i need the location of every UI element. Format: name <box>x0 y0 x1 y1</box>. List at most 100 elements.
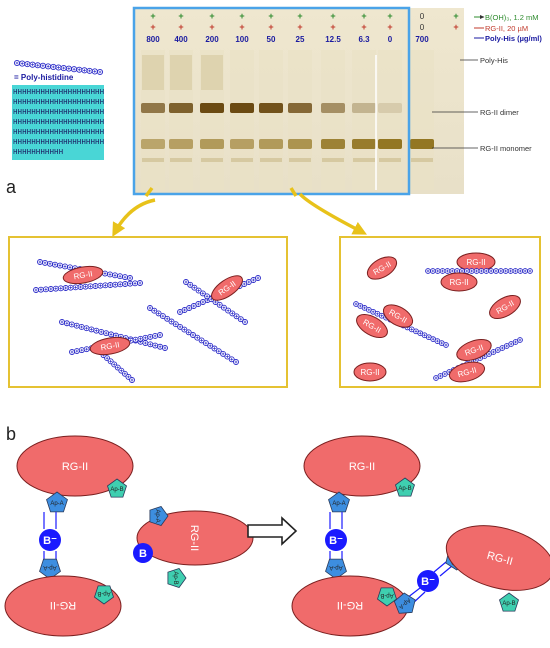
rg-plus: + <box>150 22 155 32</box>
ap-b-pentagon: Ap-B <box>377 587 397 607</box>
polyhis-smear <box>142 55 164 90</box>
panel-b-scheme: RG-IIAp-AAp-BB⁻Ap-ARG-IIAp-BRG-IIAp-AAp-… <box>4 435 550 637</box>
rg-ii-molecule: RG-II <box>4 575 122 637</box>
ctrl-rg: 0 <box>420 23 425 32</box>
lane-value: 6.3 <box>358 35 370 44</box>
ap-b-pentagon: Ap-B <box>94 585 114 605</box>
panel-b-letter: b <box>6 424 16 444</box>
boron-circle <box>39 529 61 551</box>
rg-ii-label: RG-II <box>73 269 93 281</box>
rg-plus: + <box>178 22 183 32</box>
rg-ii-molecule: RG-II <box>489 294 521 320</box>
rg-ii-molecule: RG-II <box>89 336 131 356</box>
boric-plus: + <box>178 11 183 21</box>
band-label-monomer: RG-II monomer <box>480 144 532 153</box>
polyhis-chain <box>13 59 104 76</box>
polyhis-chain <box>183 279 248 325</box>
pentagon <box>499 592 519 612</box>
pentagon <box>325 558 347 580</box>
seq-line: HHHHHHHHHHHHHHHHHHHH <box>13 99 104 107</box>
gel-lane <box>141 50 165 190</box>
rg-ii-ellipse <box>4 575 122 637</box>
boron-atom: B⁻ <box>325 529 347 551</box>
rg-ii-label: RG-II <box>466 258 485 267</box>
left-inset-frame <box>8 236 288 388</box>
boron-label: B⁻ <box>421 576 435 588</box>
rg-ii-ellipse <box>456 339 492 361</box>
rg-ii-label: RG-II <box>100 340 120 352</box>
rg-ii-molecule: RG-II <box>303 435 421 497</box>
ap-b-pentagon: Ap-B <box>107 478 127 498</box>
ap-a-pentagon: Ap-A <box>149 506 169 526</box>
ap-b-pentagon: Ap-B <box>167 568 187 588</box>
gel-band-labels: Poly-His RG-II dimer RG-II monomer <box>432 56 532 153</box>
dimer-band <box>321 103 345 113</box>
rg-ii-label: RG-II <box>50 599 76 611</box>
dimer-band <box>141 103 165 113</box>
row-label-rg: RG-II, 20 µM <box>485 24 528 33</box>
pentagon-label: Ap-B <box>502 601 515 607</box>
pentagon-label: Ap-B <box>398 486 411 492</box>
seq-line: HHHHHHHHHHHHHHHHHHHH <box>13 89 104 97</box>
rg-ii-molecule: RG-II <box>382 304 414 328</box>
pentagon-label: Ap-A <box>50 501 63 507</box>
gel-lane <box>169 50 193 190</box>
lane-value: 12.5 <box>325 35 341 44</box>
rg-ii-ellipse <box>448 361 486 383</box>
pentagon <box>46 491 68 513</box>
pentagon <box>328 491 350 513</box>
lane-value: 25 <box>296 35 305 44</box>
ap-a-pentagon: Ap-A <box>393 592 416 614</box>
reaction-arrow <box>247 516 298 546</box>
ap-b-pentagon: Ap-B <box>499 592 519 612</box>
rg-ii-molecule: RG-II <box>445 525 550 591</box>
lane-value: 400 <box>174 35 188 44</box>
rg-ii-molecule: RG-II <box>440 272 478 292</box>
boric-plus: + <box>150 11 155 21</box>
monomer-band <box>200 139 224 149</box>
pentagon-label: Ap-B <box>172 571 178 584</box>
band-label-dimer: RG-II dimer <box>480 108 519 117</box>
seq-line: HHHHHHHHHHHHHHHHHHHH <box>13 109 104 117</box>
rg-ii-ellipse <box>62 265 104 285</box>
pentagon-label: Ap-A <box>332 501 345 507</box>
monomer-band <box>410 139 434 149</box>
monomer-band <box>288 139 312 149</box>
seq-line: HHHHHHHHHHHHHHHHHHHH <box>13 119 104 127</box>
rg-ii-molecule: RG-II <box>353 362 387 382</box>
boron-bond <box>433 561 447 573</box>
boric-plus: + <box>361 11 366 21</box>
polyhis-smear <box>170 55 192 90</box>
lane-value: 800 <box>146 35 160 44</box>
arrow-to-left-inset <box>112 198 156 237</box>
gel-row-labels: B(OH)₃, 1.2 mM RG-II, 20 µM Poly-His (µg… <box>474 13 542 43</box>
pentagon-label: Ap-B <box>380 592 393 598</box>
rg-ii-molecule: RG-II <box>211 275 243 301</box>
rg-plus: + <box>361 22 366 32</box>
dimer-band <box>378 103 402 113</box>
band-label-polyhis: Poly-His <box>480 56 508 65</box>
rg-plus: + <box>387 22 392 32</box>
dimer-band <box>288 103 312 113</box>
rg-ii-molecule: RG-II <box>16 435 134 497</box>
polyhis-legend-label: = Poly-histidine <box>14 73 74 82</box>
boric-plus: + <box>209 11 214 21</box>
ctrl-boric: 0 <box>420 12 425 21</box>
pentagon <box>107 478 127 498</box>
pentagon-label: Ap-A <box>43 564 56 570</box>
boron-circle <box>133 543 153 563</box>
polyhis-chain <box>147 305 239 365</box>
rg-ii-ellipse <box>211 275 243 301</box>
monomer-band <box>169 139 193 149</box>
ap-a-pentagon: Ap-A <box>46 491 68 513</box>
boric-plus: + <box>387 11 392 21</box>
lane-value: 700 <box>415 35 429 44</box>
rg-ii-ellipse <box>440 272 478 292</box>
row-label-polyhis: Poly-His (µg/ml) <box>485 34 542 43</box>
boron-label: B <box>139 548 147 560</box>
boric-plus: + <box>330 11 335 21</box>
polyhis-chain <box>425 268 533 274</box>
rg-ii-molecule: RG-II <box>62 265 104 285</box>
polyhis-sequence-block: HHHHHHHHHHHHHHHHHHHH HHHHHHHHHHHHHHHHHHH… <box>12 85 104 160</box>
